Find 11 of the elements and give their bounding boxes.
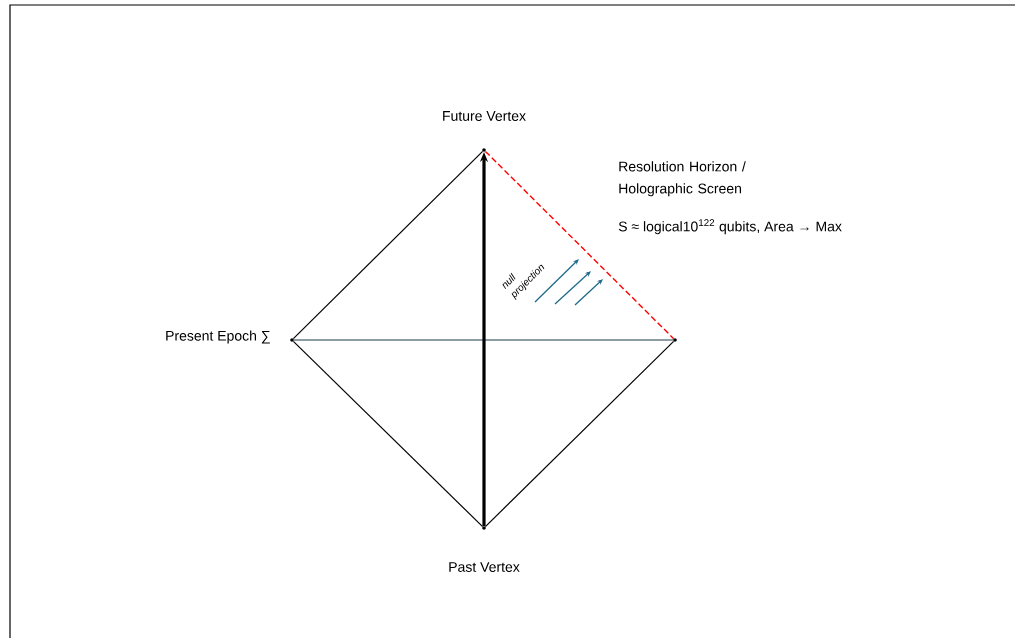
vertex-label: Past Vertex (449, 562, 520, 572)
line (293, 339, 674, 341)
vertex-label: Present Epoch ∑ (166, 330, 270, 344)
vertex-point (673, 338, 677, 342)
line (292, 340, 484, 528)
line (484, 150, 675, 340)
line (292, 150, 484, 340)
line (484, 340, 675, 528)
vertex-label: Future Vertex (443, 111, 526, 121)
annotation-text: S ≈ logical10$^{122}$ qubits, Area → Max (618, 219, 842, 235)
annotation-text: Resolution Horizon / Holographic Screen (619, 161, 746, 197)
